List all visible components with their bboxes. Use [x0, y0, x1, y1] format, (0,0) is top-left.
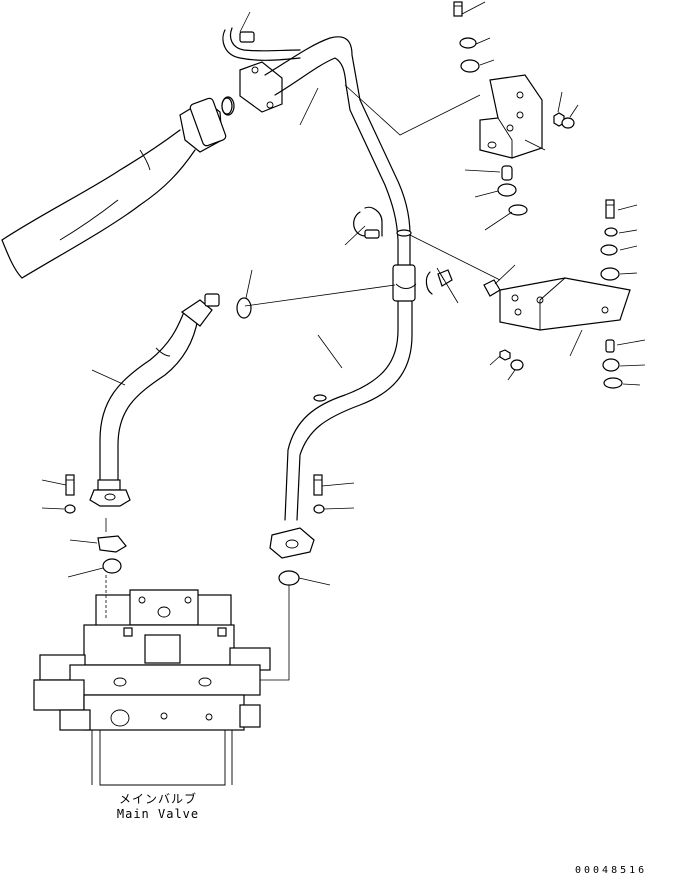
- leader-lines: [41, 1, 646, 586]
- bracket-upper: [479, 74, 543, 159]
- bolt-top: [453, 1, 463, 17]
- small-bent-tube-mid: [353, 206, 383, 239]
- nut-3: [499, 349, 511, 361]
- rigid-tube: [264, 36, 417, 521]
- bracket-lower: [499, 277, 631, 331]
- clamp-on-tube: [425, 269, 453, 295]
- oring-left: [102, 558, 122, 574]
- collar: [605, 339, 615, 353]
- half-flange-left: [97, 535, 127, 553]
- bolt-left: [65, 474, 75, 496]
- washer-5: [604, 227, 618, 237]
- bolt-mid: [313, 474, 323, 496]
- washer-mid: [313, 504, 325, 514]
- main-valve: [33, 589, 271, 786]
- large-hose: [1, 129, 196, 279]
- connection-lines: [105, 84, 501, 681]
- nut-4: [510, 359, 524, 371]
- washer-6: [600, 244, 618, 256]
- split-flange-upper: [239, 61, 283, 113]
- washer-7: [600, 267, 620, 281]
- washer-left: [64, 504, 76, 514]
- washer-3: [497, 183, 517, 197]
- oring-upper: [236, 297, 252, 319]
- washer-1: [459, 37, 477, 49]
- washer-9: [603, 377, 623, 389]
- figure-number: 00048516: [575, 865, 648, 876]
- plate-small: [483, 279, 501, 297]
- oring-flange: [221, 97, 233, 115]
- split-flange-lower: [269, 527, 315, 559]
- spacer: [501, 165, 513, 181]
- washer-8: [602, 358, 620, 372]
- small-bent-tube-upper: [222, 27, 301, 61]
- oring-mid: [278, 570, 300, 586]
- nut-2: [561, 117, 575, 129]
- hose-left: [89, 293, 220, 507]
- bolt-right: [605, 199, 615, 219]
- washer-2: [460, 59, 480, 73]
- component-label-jp: メインバルブ: [118, 792, 197, 806]
- washer-4: [508, 204, 528, 216]
- component-label-en: Main Valve: [116, 807, 200, 821]
